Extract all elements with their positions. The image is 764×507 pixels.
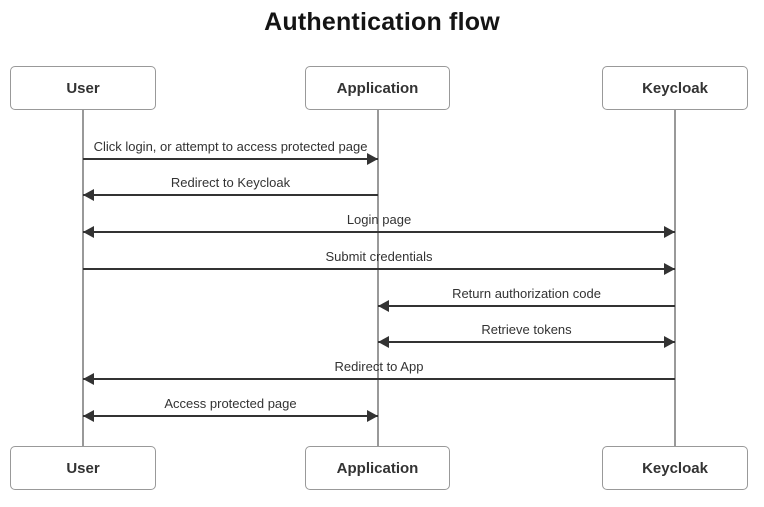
message-label: Retrieve tokens xyxy=(481,322,572,337)
message-retrieve-tokens: Retrieve tokens xyxy=(378,322,675,348)
arrowhead-left-icon xyxy=(378,336,389,348)
arrowhead-right-icon xyxy=(664,263,675,275)
message-label: Return authorization code xyxy=(452,286,601,301)
arrow-line xyxy=(378,336,675,348)
arrowhead-right-icon xyxy=(367,153,378,165)
arrow-line xyxy=(83,373,675,385)
actor-bottom-application: Application xyxy=(305,446,450,490)
arrow-line xyxy=(83,263,675,275)
message-label: Redirect to Keycloak xyxy=(170,175,291,190)
message-redirect-to-app: Redirect to App xyxy=(83,359,675,385)
arrowhead-left-icon xyxy=(378,300,389,312)
arrow-line xyxy=(83,153,378,165)
actor-label-application: Application xyxy=(336,459,419,477)
actor-top-user: User xyxy=(10,66,156,110)
actor-label-keycloak: Keycloak xyxy=(642,459,708,477)
lifeline-application xyxy=(377,110,379,446)
actor-top-application: Application xyxy=(305,66,450,110)
actor-label-keycloak: Keycloak xyxy=(642,79,708,97)
arrowhead-left-icon xyxy=(83,410,94,422)
arrowhead-left-icon xyxy=(83,226,94,238)
message-label: Click login, or attempt to access protec… xyxy=(93,139,368,154)
message-redirect-to-keycloak: Redirect to Keycloak xyxy=(83,175,378,201)
message-submit-credentials: Submit credentials xyxy=(83,249,675,275)
arrowhead-right-icon xyxy=(664,226,675,238)
message-label: Login page xyxy=(346,212,412,227)
arrowhead-right-icon xyxy=(664,336,675,348)
actor-top-keycloak: Keycloak xyxy=(602,66,748,110)
message-label: Redirect to App xyxy=(334,359,424,374)
arrow-line xyxy=(83,226,675,238)
actor-label-user: User xyxy=(66,459,100,477)
arrowhead-left-icon xyxy=(83,189,94,201)
arrowhead-left-icon xyxy=(83,373,94,385)
arrowhead-right-icon xyxy=(367,410,378,422)
actor-label-user: User xyxy=(66,79,100,97)
arrow-line xyxy=(378,300,675,312)
message-access-protected-page: Access protected page xyxy=(83,396,378,422)
arrow-line xyxy=(83,189,378,201)
diagram-title: Authentication flow xyxy=(264,8,500,36)
actor-label-application: Application xyxy=(336,79,419,97)
message-label: Submit credentials xyxy=(325,249,433,264)
actor-bottom-user: User xyxy=(10,446,156,490)
message-label: Access protected page xyxy=(164,396,297,411)
message-return-authorization-code: Return authorization code xyxy=(378,286,675,312)
lifeline-user xyxy=(82,110,84,446)
lifeline-keycloak xyxy=(674,110,676,446)
message-login-page: Login page xyxy=(83,212,675,238)
actor-bottom-keycloak: Keycloak xyxy=(602,446,748,490)
message-click-login: Click login, or attempt to access protec… xyxy=(83,139,378,165)
arrow-line xyxy=(83,410,378,422)
